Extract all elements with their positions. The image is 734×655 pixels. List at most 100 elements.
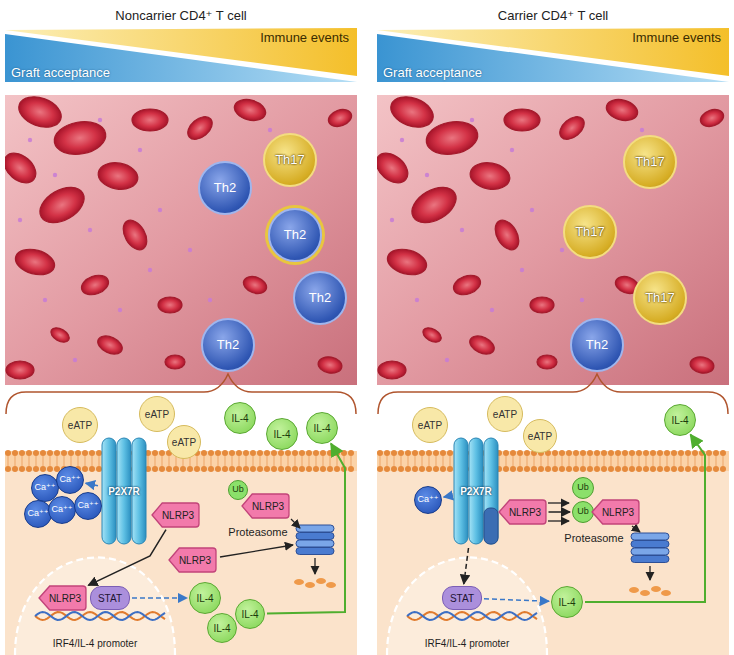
red-blood-cell bbox=[385, 245, 430, 279]
lipid-head bbox=[229, 450, 235, 456]
lipid-tail bbox=[568, 456, 569, 466]
lipid-head bbox=[524, 450, 530, 456]
lipid-head bbox=[299, 466, 305, 472]
lipid-head bbox=[405, 450, 411, 456]
yellow-wedge bbox=[5, 28, 357, 76]
lipid-head bbox=[194, 466, 200, 472]
eatp-molecule: eATP bbox=[167, 425, 201, 459]
platelet-dot bbox=[580, 298, 584, 302]
red-blood-cell bbox=[241, 273, 269, 296]
platelet-dot bbox=[138, 148, 142, 152]
platelet-dot bbox=[98, 118, 102, 122]
peptide bbox=[651, 586, 661, 592]
lipid-head bbox=[82, 450, 88, 456]
process-arrow bbox=[314, 558, 315, 574]
node-text: STAT bbox=[98, 593, 122, 604]
lipid-head bbox=[671, 450, 677, 456]
lipid-tail bbox=[42, 456, 43, 466]
lipid-head bbox=[243, 450, 249, 456]
lipid-tail bbox=[217, 456, 218, 466]
lipid-head bbox=[615, 466, 621, 472]
lipid-tail bbox=[617, 456, 618, 466]
lipid-tail bbox=[498, 456, 499, 466]
lipid-tail bbox=[252, 456, 253, 466]
lipid-head bbox=[650, 466, 656, 472]
lipid-tail bbox=[161, 456, 162, 466]
lipid-tail bbox=[91, 456, 92, 466]
lipid-head bbox=[152, 450, 158, 456]
lipid-head bbox=[215, 466, 221, 472]
proteasome-ring bbox=[631, 541, 669, 548]
red-blood-cell bbox=[468, 160, 512, 193]
lipid-head bbox=[33, 450, 39, 456]
node-text: eATP bbox=[493, 409, 517, 420]
lipid-head bbox=[166, 466, 172, 472]
lipid-tail bbox=[666, 456, 667, 466]
calcium-ion: Ca⁺⁺ bbox=[56, 466, 84, 494]
lipid-tail bbox=[28, 456, 29, 466]
lipid-tail bbox=[414, 456, 415, 466]
vessel-art bbox=[377, 95, 729, 385]
proteasome-ring bbox=[296, 548, 334, 555]
lipid-head bbox=[580, 466, 586, 472]
peptide bbox=[661, 590, 671, 596]
lipid-head bbox=[412, 466, 418, 472]
lipid-tail bbox=[708, 456, 709, 466]
node-text: IL-4 bbox=[671, 415, 688, 426]
lipid-head bbox=[96, 466, 102, 472]
calcium-ion: Ca⁺⁺ bbox=[74, 492, 102, 520]
node-text: Ca⁺⁺ bbox=[417, 495, 438, 505]
lipid-head bbox=[243, 466, 249, 472]
lipid-tail bbox=[294, 456, 295, 466]
red-blood-cell bbox=[48, 325, 71, 345]
lipid-tail bbox=[680, 456, 681, 466]
node-text: Ca⁺⁺ bbox=[27, 509, 48, 519]
peptide bbox=[316, 578, 326, 584]
variant-segment bbox=[484, 508, 498, 544]
red-blood-cell bbox=[467, 332, 497, 357]
arrow-connector bbox=[86, 483, 98, 486]
lipid-head bbox=[426, 450, 432, 456]
lipid-head bbox=[657, 450, 663, 456]
red-blood-cell bbox=[132, 109, 168, 131]
lipid-tail bbox=[652, 456, 653, 466]
lipid-tail bbox=[659, 456, 660, 466]
lipid-head bbox=[447, 450, 453, 456]
node-text: STAT bbox=[450, 593, 474, 604]
lipid-tail bbox=[238, 456, 239, 466]
lipid-head bbox=[292, 450, 298, 456]
lipid-head bbox=[587, 450, 593, 456]
lipid-head bbox=[236, 450, 242, 456]
lipid-tail bbox=[77, 456, 78, 466]
p2x7r-receptor: P2X7R bbox=[452, 436, 500, 546]
node-text: Th2 bbox=[586, 338, 608, 352]
lipid-head bbox=[180, 466, 186, 472]
peptide bbox=[294, 579, 304, 585]
red-blood-cell bbox=[5, 147, 42, 189]
lipid-head bbox=[320, 466, 326, 472]
lipid-head bbox=[285, 466, 291, 472]
red-blood-cell bbox=[95, 332, 125, 357]
lipid-head bbox=[222, 466, 228, 472]
lipid-head bbox=[257, 450, 263, 456]
lipid-head bbox=[447, 466, 453, 472]
red-blood-cell bbox=[406, 180, 463, 230]
lipid-tail bbox=[407, 456, 408, 466]
lipid-head bbox=[615, 450, 621, 456]
th2-cell: Th2 bbox=[201, 318, 255, 372]
lipid-tail bbox=[168, 456, 169, 466]
il4-molecule: IL-4 bbox=[207, 613, 237, 643]
lipid-head bbox=[685, 466, 691, 472]
th2-cell: Th2 bbox=[268, 208, 322, 262]
nucleus-outline bbox=[15, 557, 175, 655]
lipid-head bbox=[503, 450, 509, 456]
lipid-head bbox=[215, 450, 221, 456]
yellow-wedge bbox=[377, 28, 729, 76]
lipid-head bbox=[433, 466, 439, 472]
panel-title: Noncarrier CD4⁺ T cell bbox=[115, 8, 246, 23]
lipid-head bbox=[573, 450, 579, 456]
nlrp3-protein: NLRP3 bbox=[168, 547, 217, 573]
red-blood-cell bbox=[96, 160, 140, 193]
node-text: Th17 bbox=[575, 225, 605, 239]
node-text: P2X7R bbox=[108, 486, 140, 497]
